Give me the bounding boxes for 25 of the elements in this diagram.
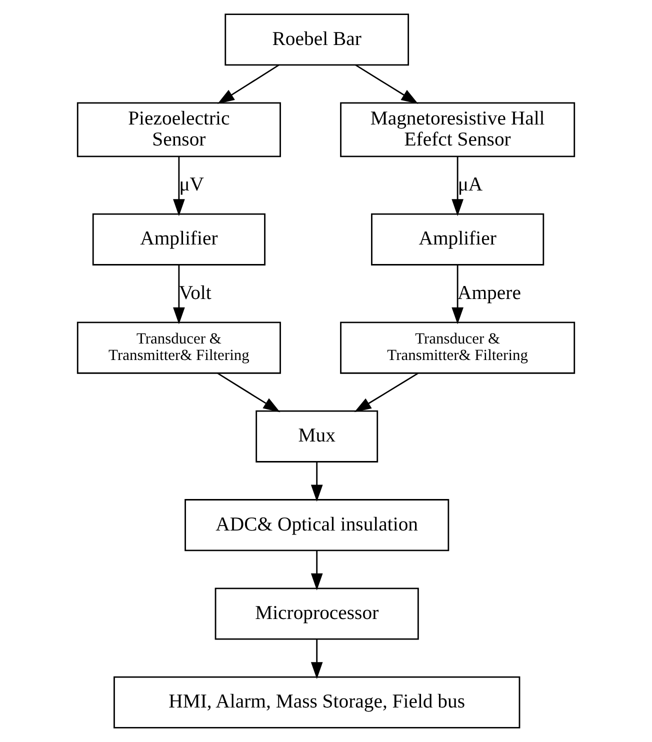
edge-label: μV bbox=[179, 173, 204, 196]
node-box: Roebel Bar bbox=[224, 14, 410, 66]
arrow bbox=[354, 372, 418, 412]
node-box: Mux bbox=[256, 410, 378, 462]
arrow bbox=[217, 372, 280, 412]
edge-label: Volt bbox=[178, 282, 212, 304]
arrow bbox=[355, 64, 418, 104]
arrow bbox=[452, 156, 464, 216]
node-box: Amplifier bbox=[92, 213, 266, 266]
arrow bbox=[310, 550, 323, 590]
node-box: Transducer & Transmitter& Filtering bbox=[76, 322, 281, 374]
node-box: Transducer & Transmitter& Filtering bbox=[340, 322, 576, 374]
arrow bbox=[173, 264, 185, 324]
node-box: Piezoelectric Sensor bbox=[76, 102, 281, 158]
node-box: HMI, Alarm, Mass Storage, Field bus bbox=[114, 676, 520, 728]
node-box: Amplifier bbox=[371, 213, 544, 266]
arrow bbox=[310, 640, 323, 679]
arrow bbox=[173, 156, 185, 216]
node-box: Magnetoresistive Hall Efefct Sensor bbox=[340, 102, 576, 158]
edge-label: μA bbox=[458, 173, 483, 196]
arrow bbox=[217, 64, 280, 104]
node-box: ADC& Optical insulation bbox=[184, 499, 450, 552]
node-box: Microprocessor bbox=[214, 588, 419, 640]
arrow bbox=[452, 264, 464, 324]
arrow bbox=[310, 462, 323, 502]
